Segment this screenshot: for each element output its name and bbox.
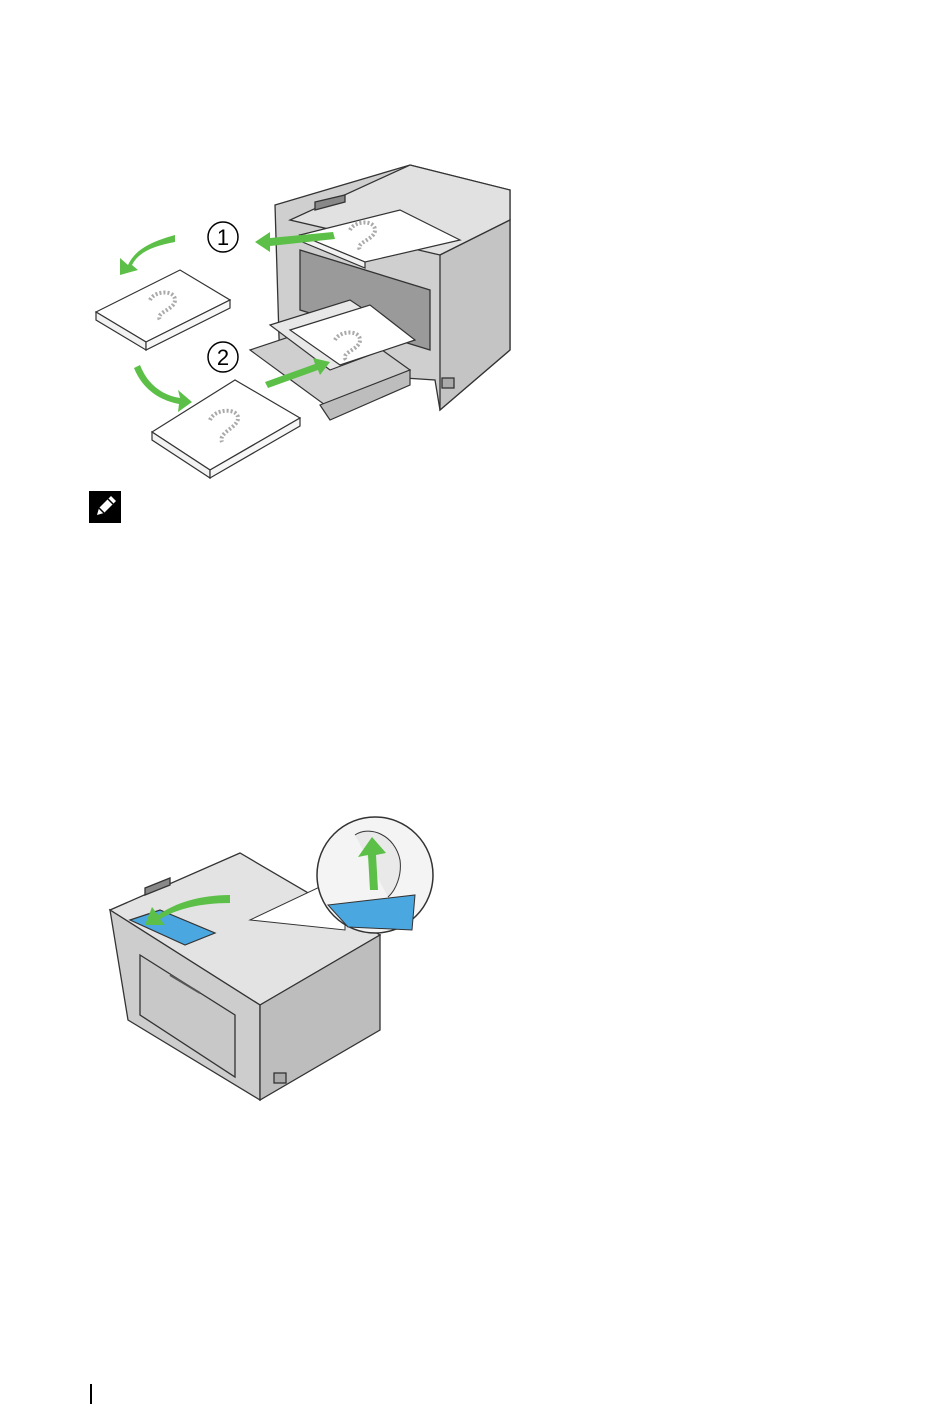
step-label-1: 1: [217, 225, 229, 250]
reload-paper-illustration: 1 2: [80, 150, 520, 490]
step-marker-2: 2: [208, 342, 238, 372]
footer-vertical-rule: [90, 1384, 92, 1404]
step-label-2: 2: [217, 345, 229, 370]
paper-stack-top: [96, 270, 230, 350]
pencil-note-icon: [88, 490, 122, 524]
output-tray-extension-illustration: [100, 815, 450, 1105]
step-marker-1: 1: [208, 222, 238, 252]
paper-stack-bottom: [152, 380, 300, 478]
